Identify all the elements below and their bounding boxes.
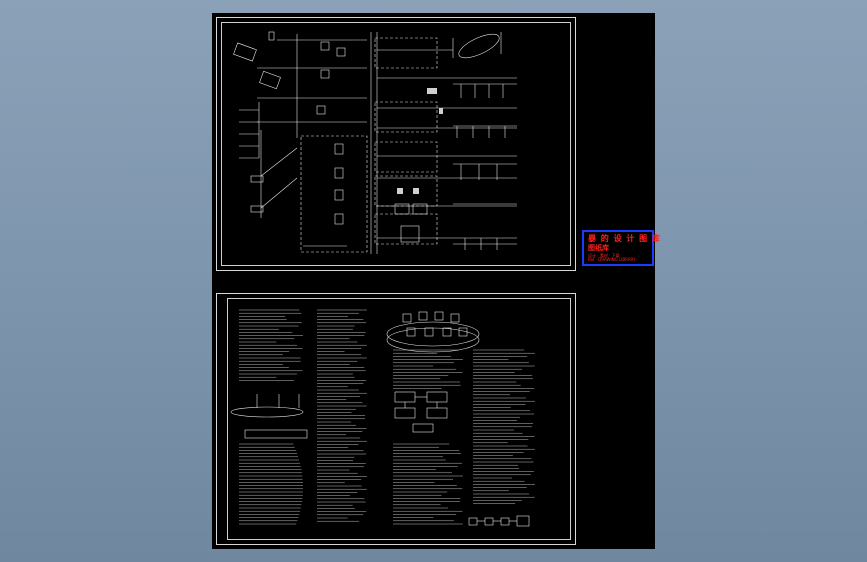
drawing-sheet-system-diagram[interactable] — [216, 17, 576, 271]
sheet-border-inner — [227, 298, 571, 540]
cad-model-space[interactable] — [212, 13, 655, 549]
stamp-subtitle: 图纸库 — [588, 244, 609, 252]
drawing-sheet-design-notes[interactable] — [216, 293, 576, 545]
stamp-caption: 设计 · 素材 · 下载 — [588, 253, 620, 258]
watermark-stamp: 暴 的 设 计 图 库 图纸库 设计 · 素材 · 下载 Ref · DRAWI… — [582, 230, 660, 266]
design-notes-drawing — [230, 309, 535, 527]
sheet-border-inner — [221, 22, 571, 266]
stamp-url: Ref · DRAWING LIBRARY — [588, 257, 636, 262]
system-schematic-drawing — [233, 31, 517, 254]
stamp-title: 暴 的 设 计 图 库 — [588, 234, 661, 243]
